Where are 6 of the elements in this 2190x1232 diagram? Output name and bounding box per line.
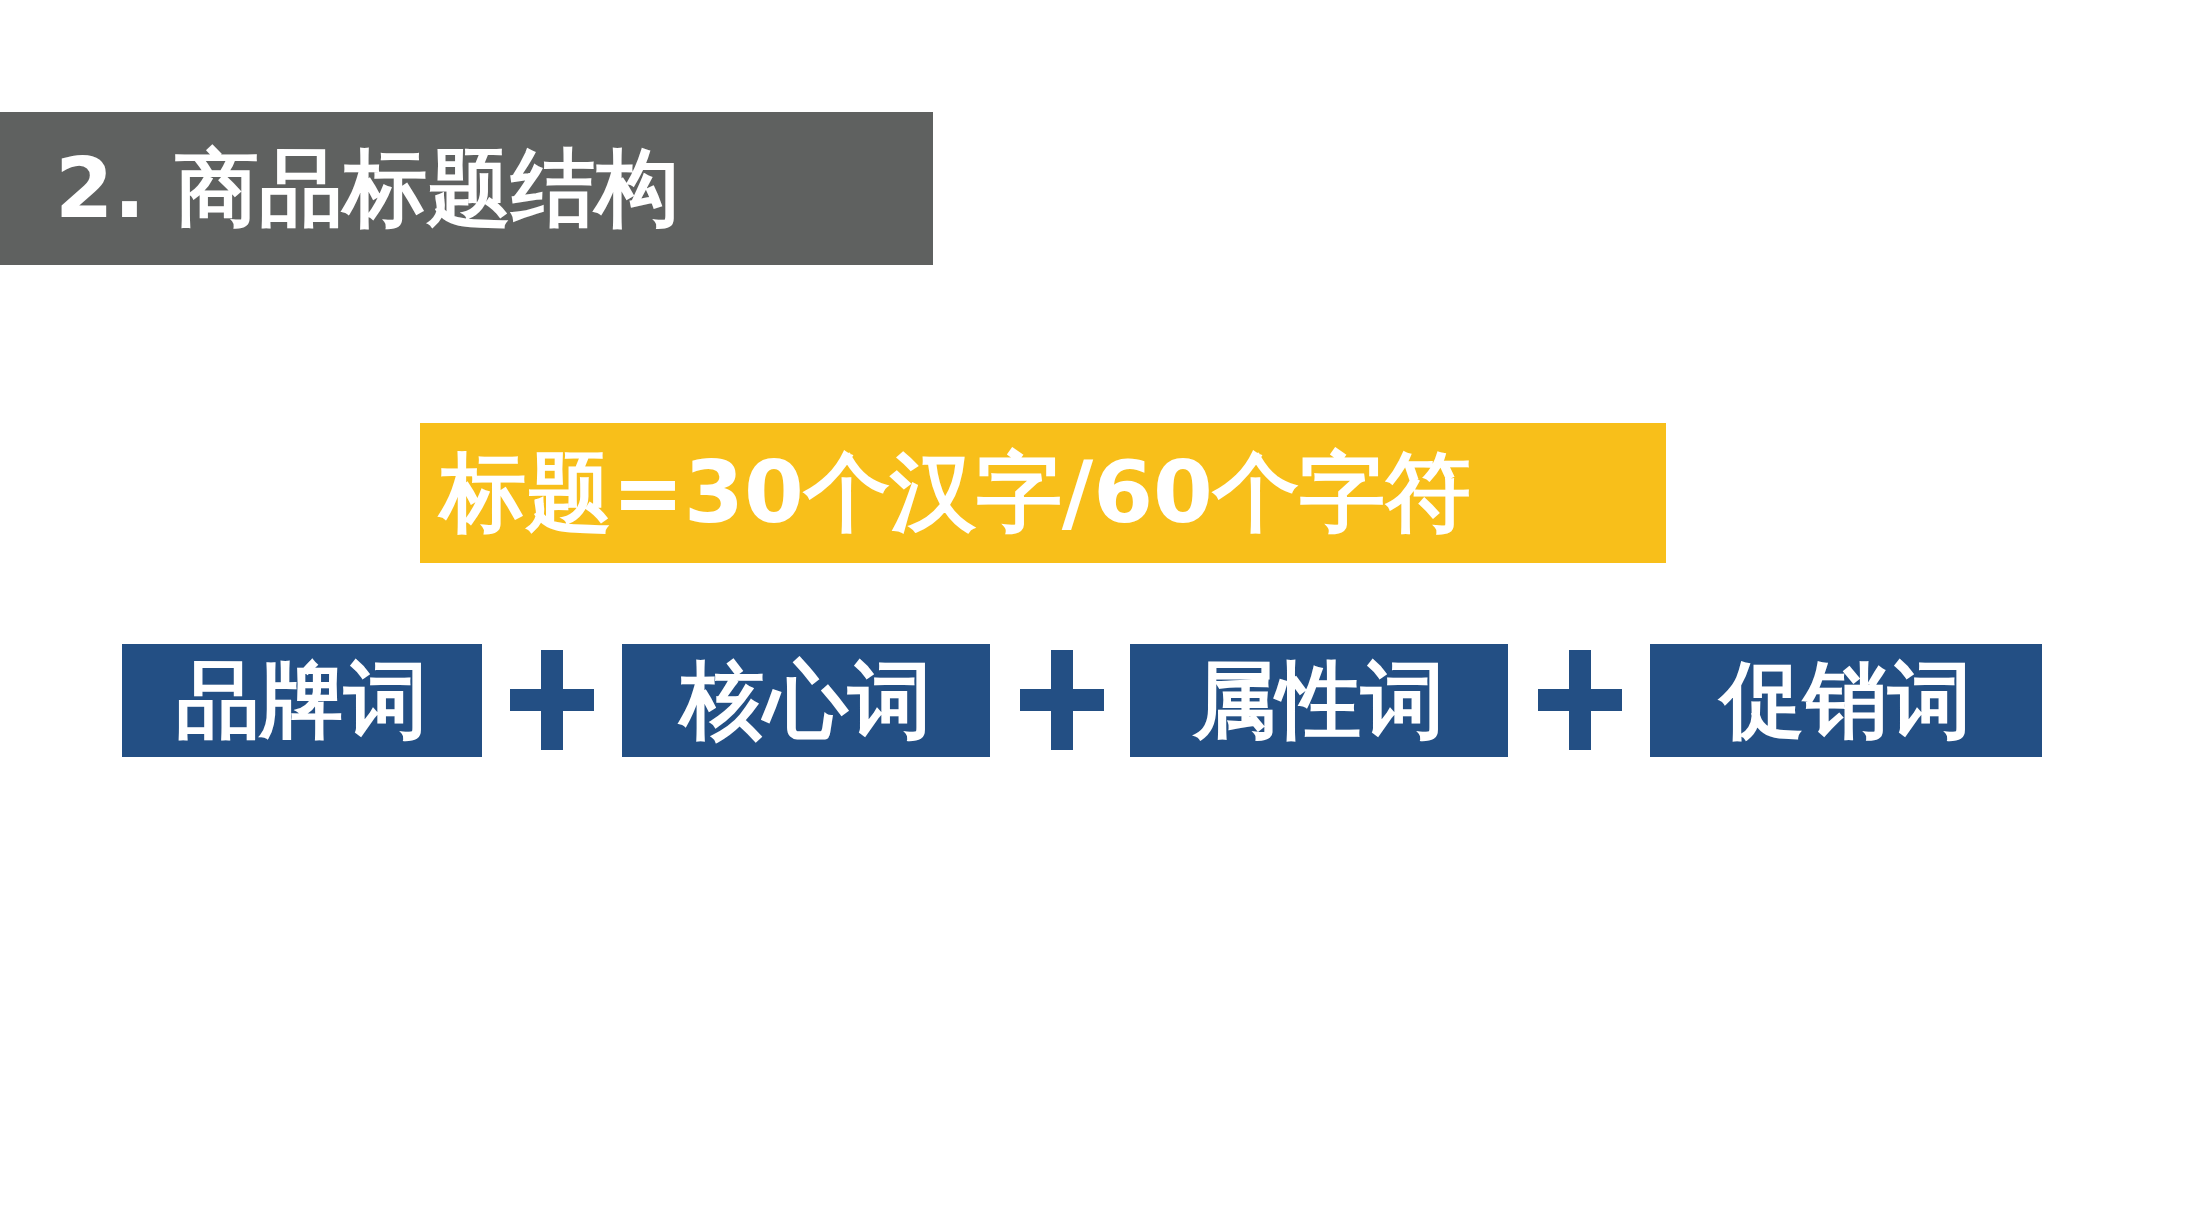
term-box: 促销词: [1650, 644, 2042, 757]
term-box: 属性词: [1130, 644, 1508, 757]
term-box: 品牌词: [122, 644, 482, 757]
title-banner: 2. 商品标题结构: [0, 112, 933, 265]
formula-box: 标题=30个汉字/60个字符: [420, 423, 1666, 563]
term-box: 核心词: [622, 644, 990, 757]
